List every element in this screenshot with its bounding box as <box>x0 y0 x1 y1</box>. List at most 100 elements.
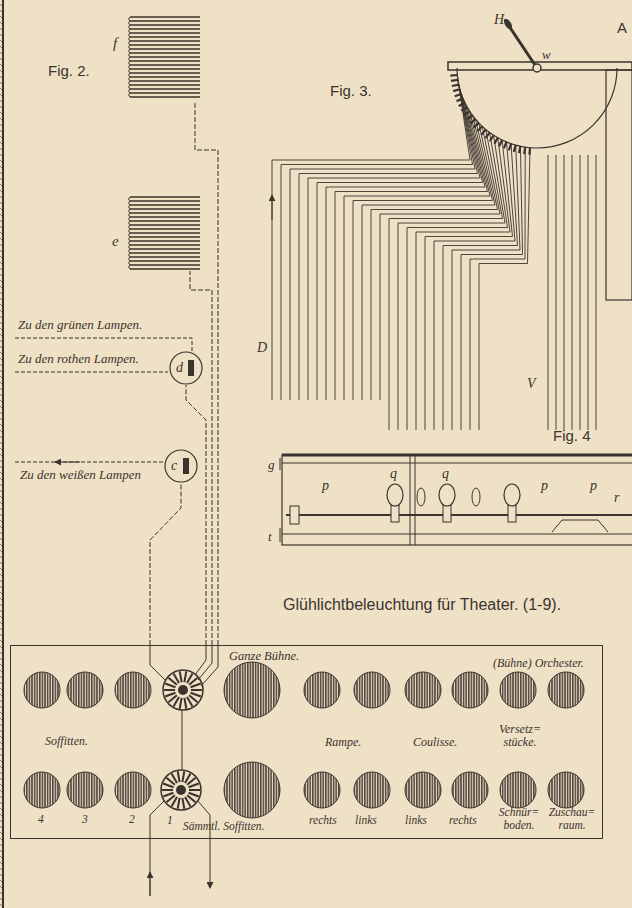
contact-arc <box>457 68 617 148</box>
border-hatch <box>0 202 3 205</box>
frame-top <box>282 454 632 457</box>
panel-label: Versetz= stücke. <box>490 723 550 749</box>
border-hatch <box>0 388 3 391</box>
border-hatch <box>0 724 3 727</box>
rod <box>286 514 632 516</box>
border-hatch <box>0 376 3 379</box>
border-hatch <box>0 718 3 721</box>
border-hatch <box>0 292 3 295</box>
switch-knob <box>548 672 584 708</box>
fig3-drawing <box>272 17 632 430</box>
circuit-line <box>344 111 490 400</box>
circuit-line <box>281 80 473 400</box>
border-hatch <box>0 538 3 541</box>
lamp-bulb <box>504 484 520 506</box>
border-hatch <box>0 796 3 799</box>
border-hatch <box>0 328 3 331</box>
border-hatch <box>0 490 3 493</box>
border-hatch <box>0 64 3 67</box>
border-hatch <box>0 664 3 667</box>
border-hatch <box>0 16 3 19</box>
part-label: Zu den weißen Lampen <box>20 468 141 482</box>
border-hatch <box>0 766 3 769</box>
border-hatch <box>0 10 3 13</box>
border-hatch <box>0 556 3 559</box>
circuit-line <box>572 155 573 430</box>
switch-knob <box>24 672 60 708</box>
border-hatch <box>0 178 3 181</box>
border-hatch <box>0 136 3 139</box>
circuit-line <box>398 132 505 430</box>
lamp-socket <box>443 505 451 522</box>
part-label: t <box>268 530 272 544</box>
contact-tick <box>499 140 502 146</box>
border-hatch <box>0 196 3 199</box>
contact-tick <box>485 132 489 138</box>
figure-label: Fig. 2. <box>48 63 90 80</box>
border-hatch <box>0 310 3 313</box>
border-hatch <box>0 730 3 733</box>
panel-label: 4 <box>38 813 44 826</box>
circuit-line <box>290 85 475 400</box>
border-hatch <box>0 118 3 121</box>
border-hatch <box>0 550 3 553</box>
border-hatch <box>0 688 3 691</box>
border-hatch <box>0 34 3 37</box>
part-label: p <box>590 478 597 493</box>
border-hatch <box>0 544 3 547</box>
border-hatch <box>0 574 3 577</box>
rotary-switch <box>161 770 201 810</box>
border-hatch <box>0 124 3 127</box>
switch-knob <box>24 772 60 808</box>
border-hatch <box>0 652 3 655</box>
border-hatch <box>0 484 3 487</box>
border-hatch <box>0 274 3 277</box>
border-hatch <box>0 154 3 157</box>
border-hatch <box>0 778 3 781</box>
switch-knob <box>452 772 488 808</box>
switch-knob <box>224 762 280 818</box>
lever-pivot <box>533 64 541 72</box>
border-hatch <box>0 454 3 457</box>
border-hatch <box>0 466 3 469</box>
border-hatch <box>0 598 3 601</box>
contact-tick <box>474 123 479 128</box>
lamp-switch: d <box>169 351 203 385</box>
switch-knob <box>548 772 584 808</box>
contact-tick <box>451 80 458 81</box>
border-hatch <box>0 316 3 319</box>
border-hatch <box>0 184 3 187</box>
contact-tick <box>450 74 457 77</box>
border-hatch <box>0 286 3 289</box>
switch-knob <box>115 772 151 808</box>
border-hatch <box>0 394 3 397</box>
panel-label: (Bühne) Orchester. <box>493 657 584 670</box>
border-hatch <box>0 832 3 835</box>
cam-plate <box>552 520 608 532</box>
border-hatch <box>0 322 3 325</box>
fig4-drawing <box>280 455 632 545</box>
border-hatch <box>0 712 3 715</box>
contact-tick <box>461 107 467 110</box>
regulator-housing <box>606 70 632 300</box>
contact-tick <box>481 129 485 134</box>
wire <box>186 385 206 645</box>
circuit-line <box>407 135 508 430</box>
border-hatch <box>0 814 3 817</box>
feed-wire <box>210 839 211 888</box>
panel-label: 2 <box>129 813 135 826</box>
figure-label: A <box>617 20 627 37</box>
part-label: q <box>442 466 449 481</box>
circuit-line <box>317 98 483 400</box>
border-hatch <box>0 370 3 373</box>
lamp-bulb <box>387 484 403 506</box>
circuit-line <box>425 140 513 430</box>
circuit-line <box>443 144 518 430</box>
border-hatch <box>0 160 3 163</box>
contact-tick <box>459 103 465 106</box>
title: Glühlichtbeleuchtung für Theater. (1-9). <box>283 596 561 614</box>
switch-outline <box>164 449 198 483</box>
border-hatch <box>0 874 3 877</box>
